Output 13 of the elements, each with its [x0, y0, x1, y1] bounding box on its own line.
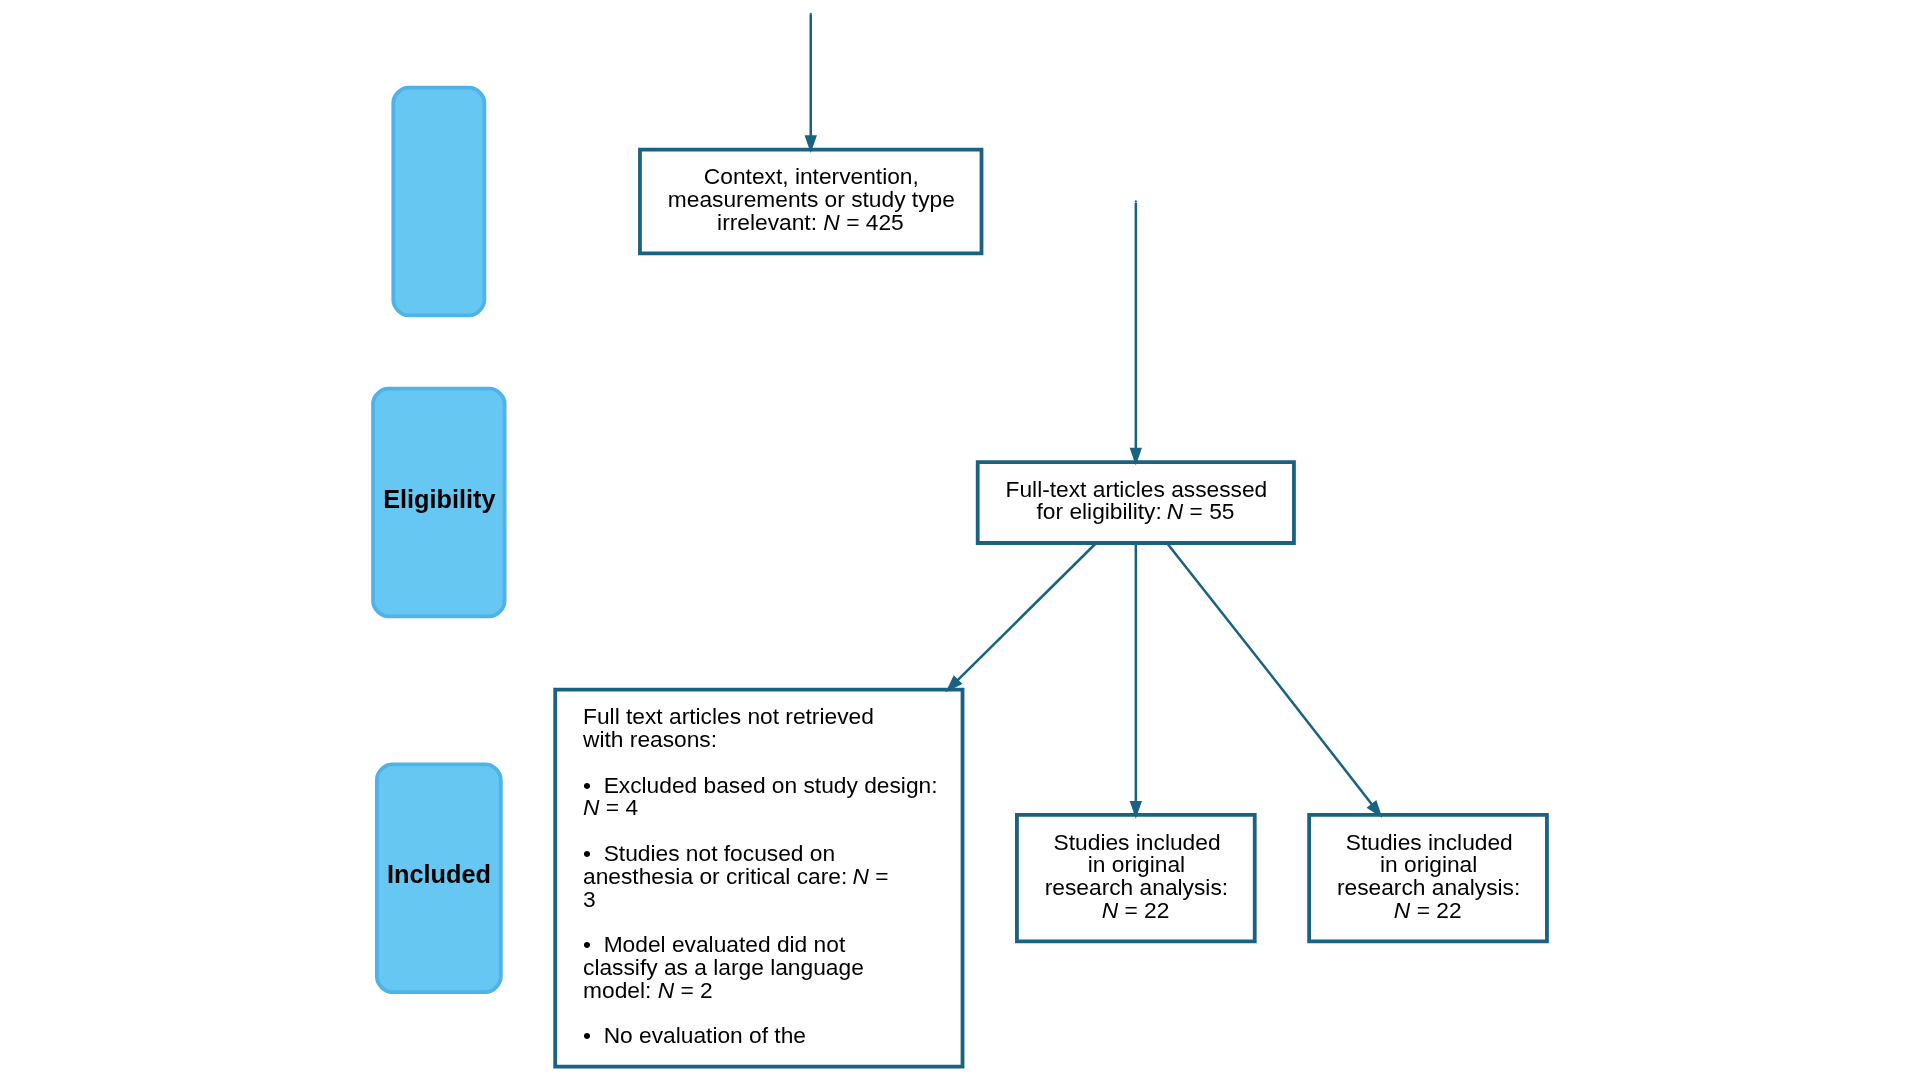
node-box: Context, intervention, measurements or study type irrelevant: N = 425 — [638, 147, 984, 256]
node-box — [391, 85, 487, 318]
arrow — [1166, 542, 1383, 818]
node-box: Eligibility — [371, 386, 507, 619]
arrow — [804, 14, 817, 154]
arrow — [1129, 202, 1143, 466]
node-box: Studies included in original research analysis: N = 22 — [1015, 813, 1257, 944]
node-box: Full-text articles assessed for eligibility: N = 55 — [975, 460, 1296, 545]
arrow — [945, 542, 1098, 693]
node-box: Full text articles not retrieved with reasons: • Excluded based on study design: N = 4 • Studies not focused on anesthesia or critical care: N = 3 • Model evaluated did not classify as a large language model: N = 2 • No evaluation of the — [553, 687, 965, 1069]
node-box: Studies included in original research analysis: N = 22 — [1307, 813, 1549, 944]
node-box: Included — [374, 762, 503, 994]
arrow — [1129, 543, 1143, 819]
